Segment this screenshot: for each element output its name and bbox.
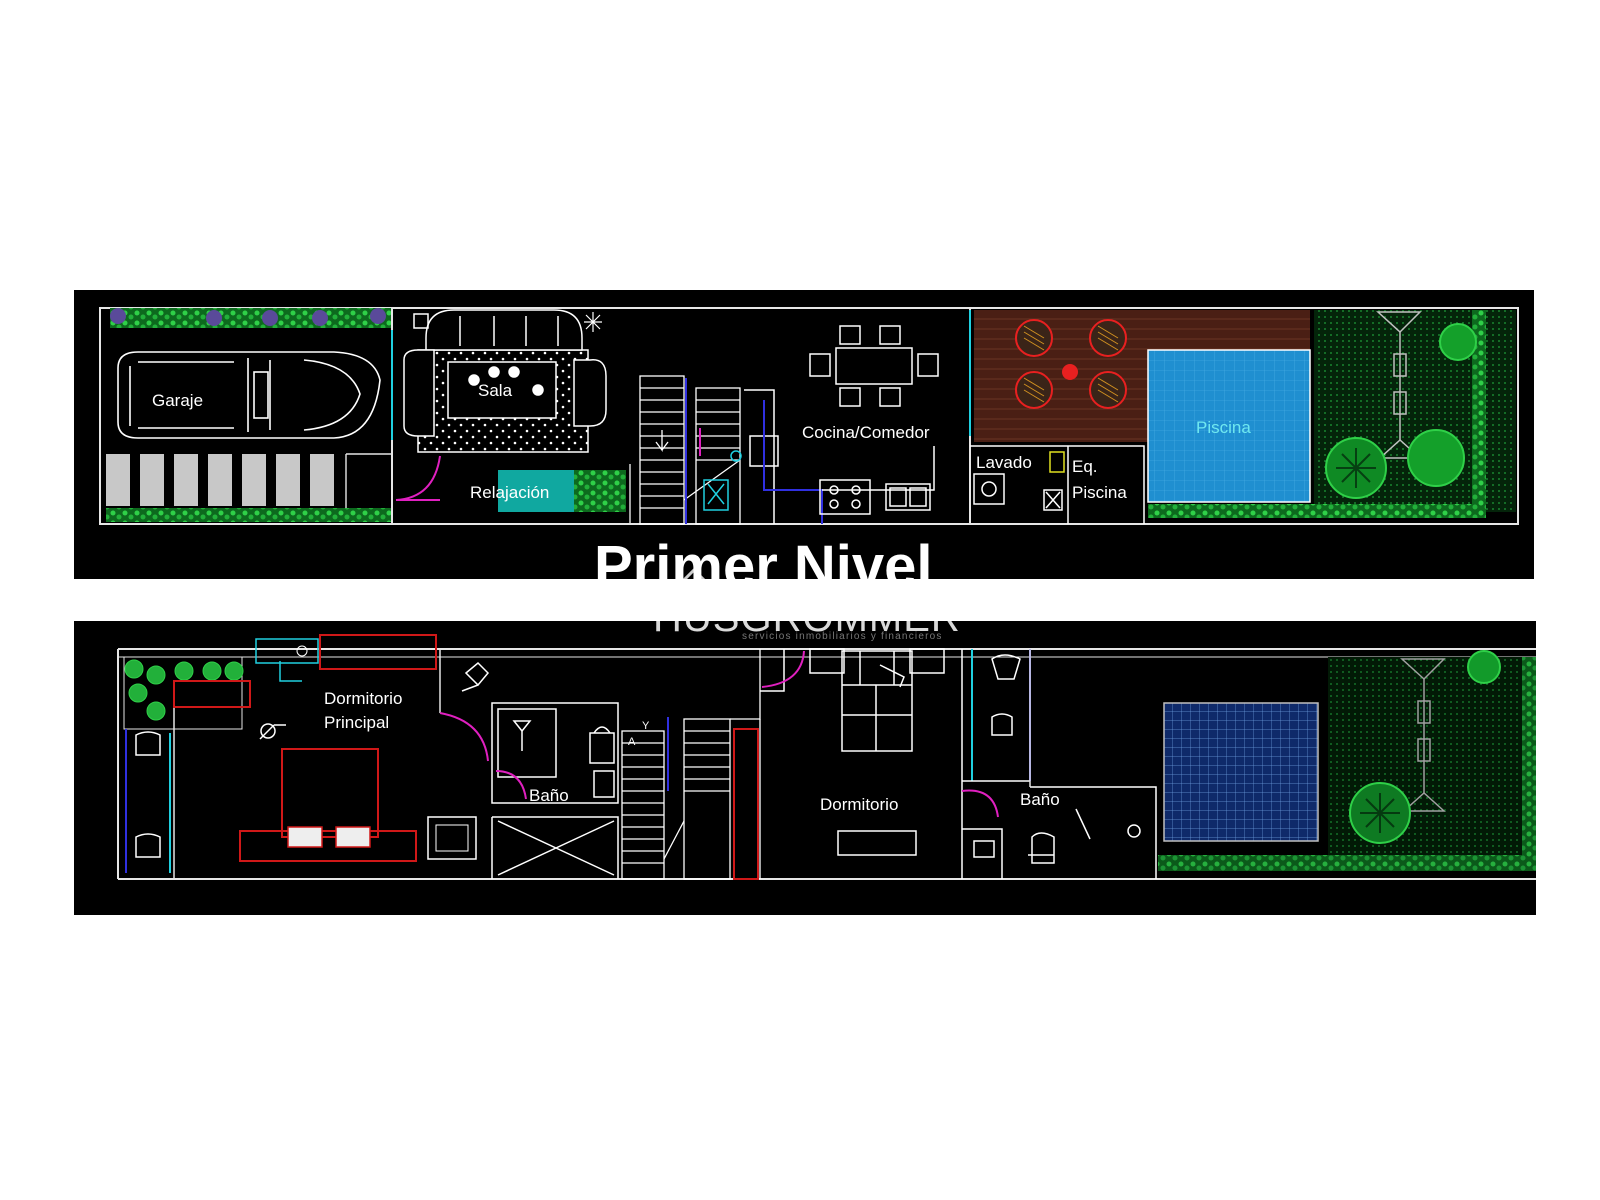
door-swing <box>495 770 527 800</box>
shrub-icon <box>110 308 126 324</box>
garden-hedge-bottom <box>1158 855 1536 871</box>
shrub-icon <box>124 659 244 721</box>
garden-hedge-bottom <box>1148 504 1478 518</box>
room-label-piscina-equipment: Piscina <box>1072 483 1127 502</box>
shrub-icon <box>370 308 386 324</box>
pavers <box>106 454 334 506</box>
tree-icon <box>1349 650 1501 844</box>
pool <box>1147 349 1311 503</box>
balcony-chairs <box>125 729 171 873</box>
first-floor-drawing: Garaje <box>99 307 1519 579</box>
room-label-dormitorio-principal-2: Principal <box>324 713 389 732</box>
garage: Garaje <box>106 308 392 522</box>
shrub-icon <box>262 310 278 326</box>
room-label-bano-2: Baño <box>1020 790 1060 809</box>
room-label-sala: Sala <box>478 381 513 400</box>
relaxation-lounger <box>498 470 574 512</box>
laundry <box>970 445 1145 524</box>
swing-icon <box>1376 311 1422 459</box>
shrub-icon <box>312 310 328 326</box>
pillow <box>335 826 371 848</box>
door-swing <box>439 712 489 762</box>
room-label-piscina: Piscina <box>1196 418 1251 437</box>
stairs <box>639 375 741 525</box>
bathroom-2 <box>961 649 1157 879</box>
wardrobe <box>173 680 251 708</box>
relaxation-planter <box>574 470 626 512</box>
toilet-icon <box>703 450 742 511</box>
bedroom <box>760 648 945 856</box>
railing <box>733 728 759 880</box>
house-logo-icon <box>666 567 722 598</box>
wardrobe <box>319 634 437 670</box>
room-label-garaje: Garaje <box>152 391 203 410</box>
car-icon <box>117 351 381 439</box>
stair-mark-a: A <box>628 736 636 748</box>
tree-icon <box>1325 323 1477 499</box>
first-floor-plan: Garaje <box>74 290 1534 579</box>
garage-hedge-top <box>110 308 392 328</box>
room-label-bano-1: Baño <box>529 786 569 805</box>
room-label-cocina-comedor: Cocina/Comedor <box>802 423 930 442</box>
room-label-eq: Eq. <box>1072 457 1098 476</box>
room-label-dormitorio-principal-1: Dormitorio <box>324 689 402 708</box>
bed <box>281 748 379 838</box>
door-swing <box>395 455 441 501</box>
pillow <box>287 826 323 848</box>
desk <box>255 638 319 664</box>
garage-hedge-bottom <box>106 508 392 522</box>
second-floor-drawing: Dormitorio Principal Baño <box>117 634 1536 880</box>
bathroom-1 <box>491 702 619 879</box>
watermark-tagline: servicios inmobiliarios y financieros <box>742 631 943 642</box>
second-floor-plan: Dormitorio Principal Baño <box>74 621 1536 915</box>
garden-hedge-right <box>1522 657 1536 857</box>
room-label-lavado: Lavado <box>976 453 1032 472</box>
room-label-relajacion: Relajación <box>470 483 549 502</box>
chair-icon <box>259 723 286 740</box>
pool <box>1163 702 1319 842</box>
watermark: HUSGROMMER servicios inmobiliarios y fin… <box>640 560 961 642</box>
room-label-dormitorio: Dormitorio <box>820 795 898 814</box>
living-room <box>403 309 607 453</box>
outer-wall <box>99 307 1519 525</box>
stairs <box>621 649 761 880</box>
kitchen <box>744 325 939 524</box>
plant-icon <box>584 312 602 332</box>
door-swing <box>961 789 999 818</box>
watermark-name: HUSGROMMER <box>653 596 961 640</box>
garden-hedge-right <box>1472 310 1486 518</box>
stair-mark-y: Y <box>642 720 650 732</box>
chair-icon <box>461 661 490 692</box>
floor-title-primer-nivel: Primer Nivel <box>594 534 933 579</box>
terrace-table-set <box>1015 319 1127 409</box>
swing-icon <box>1400 658 1446 812</box>
master-bedroom <box>173 634 477 879</box>
shrub-icon <box>206 310 222 326</box>
